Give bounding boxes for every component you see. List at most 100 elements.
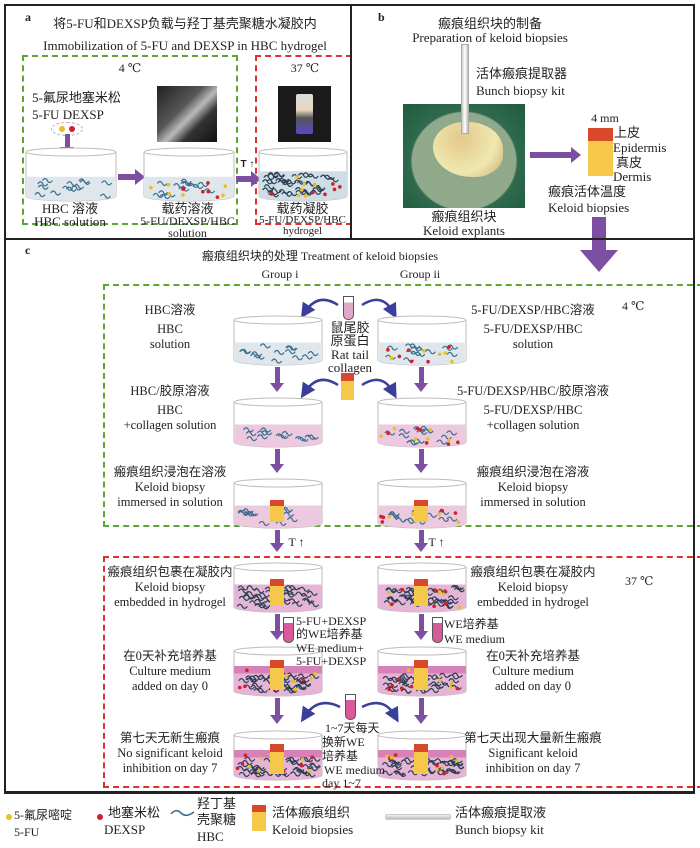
hbc-fiber: [382, 675, 394, 682]
hbc-fiber: [426, 674, 438, 680]
hbc-fiber: [288, 598, 300, 604]
hbc-fiber: [281, 179, 293, 185]
heat-label-a: T ↑: [240, 159, 255, 170]
dexsp-dot: [206, 181, 210, 185]
dexsp-dot: [456, 440, 460, 445]
biopsy-cn: 瘢痕活体温度: [548, 184, 627, 199]
legend-kit-cn: 活体瘢痕提取液: [455, 805, 547, 820]
group-ii-step-4-line-1: 瘢痕组织包裹在凝胶内: [470, 565, 596, 579]
hbc-fiber: [307, 351, 319, 357]
dexsp-dot: [381, 515, 386, 520]
hbc-fiber: [249, 600, 261, 606]
hbc-fiber: [251, 351, 263, 357]
hbc-fiber: [426, 512, 438, 518]
dermis-en: Dermis: [613, 169, 652, 184]
down-arrow: [414, 698, 428, 724]
hbc-fiber: [275, 178, 287, 184]
dexsp-dot: [443, 602, 448, 606]
fu-dot: [389, 755, 394, 760]
medium-tube-icon: [432, 617, 443, 643]
hbc-fiber: [237, 585, 249, 591]
hbc-fiber: [295, 591, 307, 597]
hbc-fiber: [296, 768, 308, 774]
fu-dot-icon: [6, 814, 12, 820]
hbc-fiber: [297, 673, 309, 679]
down-arrow: [270, 530, 284, 552]
hbc-fiber: [309, 763, 321, 769]
hbc-fiber: [428, 687, 440, 694]
group-i-label: Group i: [261, 267, 299, 281]
fu-dot: [448, 685, 453, 690]
dexsp-dot: [446, 442, 451, 446]
hbc-fiber: [300, 592, 312, 599]
daily-1: 1~7天每天: [325, 721, 380, 735]
hbc-fiber: [414, 351, 426, 357]
hbc-fiber: [298, 172, 310, 178]
hbc-fiber: [430, 684, 442, 690]
hbc-fiber: [381, 770, 393, 776]
down-arrow: [414, 449, 428, 473]
dexsp-dot: [201, 189, 205, 194]
fu-dot: [223, 184, 228, 189]
hbc-fiber: [304, 772, 316, 778]
group-ii-step-5-line-2: Culture medium: [492, 664, 574, 678]
fu-dot: [428, 428, 433, 432]
fu-dot: [313, 671, 317, 676]
collagen-cn-2: 原蛋白: [330, 333, 370, 348]
hbc-fiber: [307, 173, 319, 179]
beaker3-en-1: 5-FU/DEXSP/HBC: [259, 214, 346, 226]
dexsp-dot: [440, 509, 445, 513]
dexsp-dot: [400, 587, 404, 592]
hbc-fiber: [241, 760, 253, 766]
medium-i-3: WE medium+: [296, 641, 364, 655]
collagen-tube-icon: [343, 296, 354, 320]
hbc-fiber: [434, 598, 446, 604]
dexsp-dot: [332, 187, 337, 192]
kit-en: Bunch biopsy kit: [476, 83, 565, 98]
hbc-fiber: [258, 674, 270, 681]
hbc-fiber: [283, 511, 295, 517]
group-ii-step-2-line-2: 5-FU/DEXSP/HBC: [483, 403, 583, 417]
fu-dot: [258, 756, 263, 761]
keloid-biopsy-icon: [414, 744, 428, 774]
keloid-biopsy-icon: [414, 578, 428, 606]
hbc-fiber: [262, 187, 274, 193]
hbc-fiber: [438, 516, 450, 523]
group-ii-step-2-line-3: +collagen solution: [486, 418, 580, 432]
group-i-step-4-line-2: Keloid biopsy: [134, 580, 206, 594]
dexsp-dot: [269, 192, 274, 196]
dexsp-dot: [331, 182, 335, 186]
hbc-fiber: [246, 677, 258, 683]
dexsp-dot: [310, 755, 315, 759]
drug-cn: 5-氟尿地塞米松: [32, 90, 121, 105]
fu-dot: [149, 185, 153, 190]
group-i-step-3-line-1: 瘢痕组织浸泡在溶液: [113, 465, 227, 479]
collagen-en-2: collagen: [327, 360, 373, 375]
biopsy-size: 4 mm: [591, 111, 619, 125]
drug-en: 5-FU DEXSP: [32, 107, 104, 122]
hbc-fiber: [289, 771, 301, 777]
hbc-fiber: [390, 676, 402, 682]
panel-b-label: b: [378, 10, 385, 24]
dexsp-dot: [389, 602, 394, 607]
kit-cn: 活体瘢痕提取器: [476, 66, 568, 81]
dexsp-dot: [453, 511, 458, 515]
hbc-fiber: [238, 595, 250, 601]
hbc-fiber: [256, 430, 268, 436]
group-ii-step-3-line-2: Keloid biopsy: [497, 480, 569, 494]
legend-biopsy-en: Keloid biopsies: [272, 822, 354, 837]
hbc-fiber: [62, 185, 74, 191]
hbc-fiber: [255, 766, 267, 772]
hbc-fiber: [262, 179, 273, 185]
beaker3-en-2: hydrogel: [282, 225, 323, 237]
hbc-fiber: [253, 688, 265, 694]
hbc-fiber: [260, 427, 272, 433]
group-i-step-2-line-2: HBC: [157, 403, 183, 417]
fu-dot: [447, 438, 451, 443]
hbc-fiber: [237, 509, 249, 515]
fu-dot: [437, 352, 442, 357]
fu-dot: [307, 769, 312, 773]
collagen-cn-1: 鼠尾胶: [330, 320, 370, 335]
fu-dot: [300, 188, 304, 192]
dexsp-dot: [442, 771, 446, 776]
